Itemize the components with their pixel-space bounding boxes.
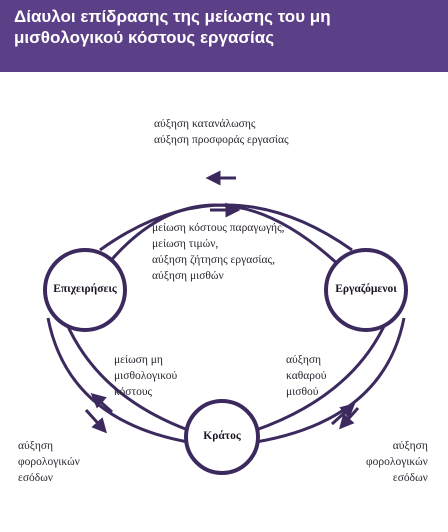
node-state-label: Κράτος (203, 430, 241, 442)
label-top: αύξηση κατανάλωσης αύξηση προσφοράς εργα… (154, 116, 289, 148)
label-left-inner-line: κόστους (114, 386, 153, 398)
node-state-circle (184, 399, 260, 475)
label-middle-line: μείωση τιμών, (152, 238, 219, 250)
label-middle-line: αύξηση ζήτησης εργασίας, (152, 254, 275, 266)
label-right-inner-line: μισθού (286, 386, 319, 398)
node-firms-circle (43, 248, 127, 332)
arc-right-outer (255, 317, 406, 444)
label-top-line: αύξηση προσφοράς εργασίας (154, 134, 289, 146)
node-workers-label: Εργαζόμενοι (335, 283, 397, 295)
label-top-line: αύξηση κατανάλωσης (154, 118, 256, 130)
label-left-inner: μείωση μη μισθολογικού κόστους (114, 352, 177, 400)
label-left-inner-line: μισθολογικού (114, 370, 178, 382)
label-right-outer-line: φορολογικών (366, 456, 428, 468)
label-right-outer-line: εσόδων (392, 472, 428, 484)
title-line-2: μισθολογικού κόστους εργασίας (14, 28, 275, 47)
arrow-right-up (330, 402, 356, 426)
label-left-outer-line: φορολογικών (18, 456, 80, 468)
label-left-outer-line: εσόδων (18, 472, 53, 484)
arrow-left-down (84, 408, 108, 434)
header-banner: Δίαυλοι επίδρασης της μείωσης του μη μισ… (0, 0, 448, 72)
label-left-inner-line: μείωση μη (114, 354, 163, 366)
label-right-inner-line: καθαρού (286, 370, 327, 382)
label-left-outer: αύξηση φορολογικών εσόδων (18, 438, 80, 486)
arc-left-inner (64, 321, 189, 432)
channels-diagram (43, 170, 408, 475)
node-firms-label: Επιχειρήσεις (53, 283, 117, 295)
label-right-outer-line: αύξηση (392, 440, 428, 452)
arrow-left-up (90, 393, 113, 414)
label-middle: μείωση κόστους παραγωγής, μείωση τιμών, … (152, 220, 285, 284)
node-workers-circle (324, 248, 408, 332)
label-left-outer-line: αύξηση (18, 440, 54, 452)
label-right-outer: αύξηση φορολογικών εσόδων (366, 438, 428, 486)
label-middle-line: αύξηση μισθών (152, 270, 224, 282)
page-title: Δίαυλοι επίδρασης της μείωσης του μη μισ… (14, 6, 434, 48)
title-line-1: Δίαυλοι επίδρασης της μείωσης του μη (14, 7, 331, 26)
label-middle-line: μείωση κόστους παραγωγής, (152, 222, 285, 234)
label-right-inner: αύξηση καθαρού μισθού (286, 352, 326, 400)
label-right-inner-line: αύξηση (286, 354, 322, 366)
arc-right-inner (255, 321, 388, 432)
